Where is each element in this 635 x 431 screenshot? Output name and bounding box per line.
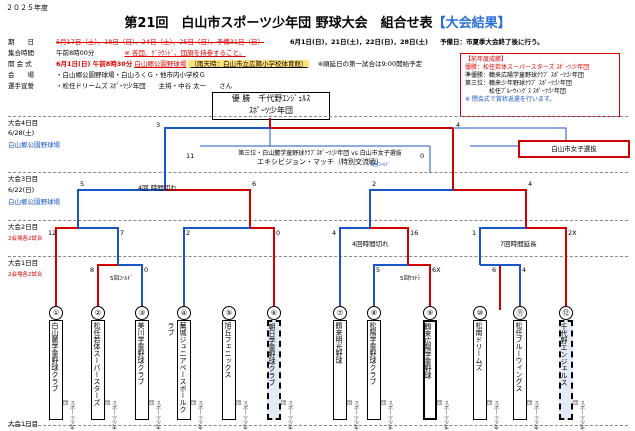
team-name: 松任若体スーパースターズ [91, 320, 105, 420]
year-label: ２０２５年度 [6, 4, 48, 12]
q2-score-right: 0 [276, 229, 281, 237]
q3-score-right: 16 [410, 229, 419, 237]
team-number: ① [49, 306, 63, 320]
exhibition-note: 5回ｺｰﾙﾄﾞ [370, 162, 391, 168]
team-number: ⑨ [423, 306, 437, 320]
r1b-score-right: 6X [432, 266, 441, 274]
gather-row: 集合時間午前8時00分※ 各団、ｸﾞﾗｳﾝﾄﾞ、団旗を持参すること。 [8, 49, 246, 57]
team-name: 旭丘フェニックス [222, 320, 236, 420]
round2-label: 大会2日目 [8, 223, 39, 231]
round4-venue: 白山郷公園野球場 [8, 141, 60, 149]
team-name: 朝日学童野球クラブ [267, 320, 281, 420]
round4-date: 6/28(土) [8, 129, 35, 137]
final-score-right: 4 [456, 121, 461, 129]
exhibition-score-left: 11 [186, 152, 195, 160]
semi1-note: 4回 時間切れ [138, 184, 177, 192]
pledge-row: 選手宣誓・松任ドリームズ ｽﾎﾟｰﾂ少年団 主将・中谷 太一 さん [8, 82, 233, 90]
team-sub: スポーツ少年団 [380, 400, 393, 430]
team-sub: スポーツ少年団 [148, 400, 161, 430]
round1-label: 大会1日目 [8, 259, 39, 267]
team-sub: スポーツ少年団 [104, 400, 117, 430]
team-number: ⑩ [473, 306, 487, 320]
team-name: 千代野エンジェルス [559, 320, 573, 420]
team-sub: スポーツ少年団 [436, 400, 449, 430]
r1c-score-right: 4 [522, 266, 527, 274]
exhibition-score-right: 0 [420, 152, 425, 160]
rain-date: 予備日：市夏季大会終了後に行う。 [440, 38, 544, 46]
round3-label: 大会3日目 [8, 175, 39, 183]
team-number: ⑤ [222, 306, 236, 320]
team-number: ② [91, 306, 105, 320]
semi2-score-left: 2 [372, 180, 377, 188]
final-score-left: 3 [156, 121, 161, 129]
team-sub: スポーツ少年団 [526, 400, 539, 430]
team-sub: スポーツ少年団 [572, 400, 585, 430]
team-sub: スポーツ少年団 [62, 400, 75, 430]
q2-score-left: 2 [186, 229, 191, 237]
team-sub: スポーツ少年団 [486, 400, 499, 430]
round1-label-bottom: 大会1日目 [8, 420, 39, 428]
round4-label: 大会4日目 [8, 119, 39, 127]
team-number: ④ [177, 306, 191, 320]
q4-score-right: 2X [568, 229, 577, 237]
q3-score-left: 4 [332, 229, 337, 237]
team-number: ③ [135, 306, 149, 320]
r1a-score-right: 0 [144, 266, 149, 274]
team-sub: スポーツ少年団 [346, 400, 359, 430]
team-name: 蕪城ジュニアベースボールクラブ [167, 320, 191, 420]
r1a-score-left: 8 [90, 266, 95, 274]
date-actual: 6月1日(日)，21日(土)，22日(日)，28日(土) [290, 38, 428, 46]
q1-score-right: 7 [120, 229, 125, 237]
team-number: ⑪ [513, 306, 527, 320]
team-number: ⑥ [267, 306, 281, 320]
team-number: ⑫ [559, 306, 573, 320]
r1b-score-left: 5 [376, 266, 381, 274]
semi1-score-left: 5 [80, 180, 85, 188]
team-name: 松陽学童野球クラブ [367, 320, 381, 420]
q4-note: 7回時間延長 [500, 240, 537, 248]
page-title: 第21回 白山市スポーツ少年団 野球大会 組合せ表【大会結果】 [124, 16, 511, 31]
round3-date: 6/22(日) [8, 186, 35, 194]
team-name: 松任ブルーウィングス [513, 320, 527, 420]
semi1-score-right: 6 [252, 180, 257, 188]
team-sub: スポーツ少年団 [190, 400, 203, 430]
r1a-note: 5回ｺｰﾙﾄﾞ [110, 276, 133, 282]
round2-note: 2会場各2試合 [8, 236, 43, 242]
q4-score-left: 1 [472, 229, 477, 237]
team-sub: スポーツ少年団 [280, 400, 293, 430]
team-name: 鶴来広陽学童野球 [423, 320, 437, 420]
team-name: 白山麓学童野球クラブ [49, 320, 63, 420]
r1b-note: 5回ｻﾖﾅﾗ [400, 276, 420, 282]
team-name: 美川学童野球クラブ [135, 320, 149, 420]
round3-venue: 白山郷公園野球場 [8, 198, 60, 206]
exhibition-label: 第三位・白山麓学童野球ｸﾗﾌﾞｽﾎﾟｰﾂ少年団 vs 白山市女子選抜 エキシビジ… [238, 150, 402, 166]
team-number: ⑦ [333, 306, 347, 320]
venue-row: 会 場・白山郷公園野球場・白山ろくＧ・他市内小学校Ｇ [8, 71, 206, 79]
team-sub: スポーツ少年団 [235, 400, 248, 430]
r1c-score-left: 6 [492, 266, 497, 274]
team-name: 松南ドリームズ [473, 320, 487, 420]
semi2-score-right: 4 [528, 180, 533, 188]
team-number: ⑧ [367, 306, 381, 320]
q3-note: 4回時間切れ [352, 240, 389, 248]
girls-selection-box: 白山市女子選抜 [518, 140, 630, 158]
result-tag: 【大会結果】 [432, 16, 511, 31]
q1-score-left: 12 [48, 229, 57, 237]
round1-note: 2会場各2試合 [8, 272, 43, 278]
team-name: 鶴来明光野球 [333, 320, 347, 420]
